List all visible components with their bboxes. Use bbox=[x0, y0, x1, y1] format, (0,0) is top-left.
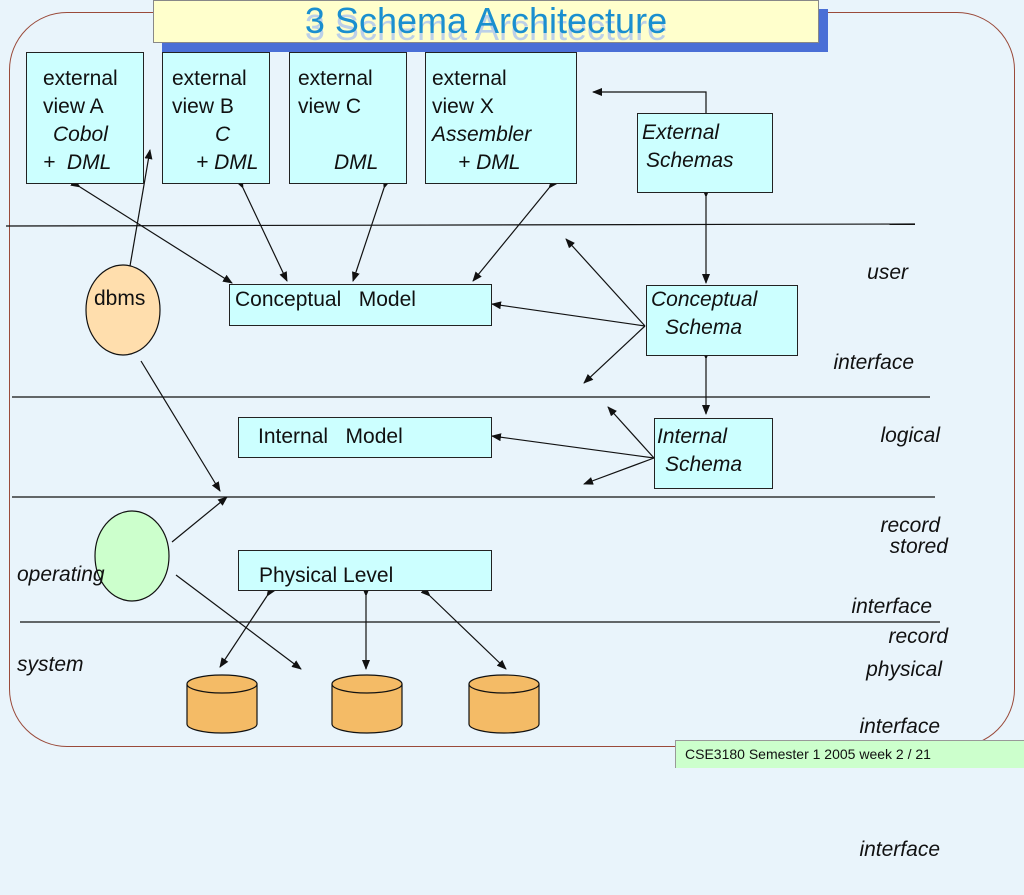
physical-level-box: Physical Level bbox=[238, 550, 492, 591]
arrow-extschema-viewX bbox=[592, 88, 707, 114]
arrow-intschema-down bbox=[583, 457, 655, 485]
internal-model-box: Internal Model bbox=[238, 417, 492, 458]
arrow-viewB-conceptual bbox=[235, 178, 288, 282]
title-box: 3 Schema Architecture 3 Schema Architect… bbox=[153, 0, 819, 48]
diagram-canvas bbox=[5, 88, 940, 734]
title-reflection: 3 Schema Architecture bbox=[304, 7, 668, 48]
operating-system-label: operating system bbox=[17, 563, 105, 676]
footer-label: CSE3180 Semester 1 2005 week 2 / 21 bbox=[675, 740, 1024, 768]
arrow-viewC-conceptual bbox=[352, 178, 391, 282]
external-schemas-box: External Schemas bbox=[637, 113, 773, 193]
external-view-b: external view B C + DML bbox=[162, 52, 270, 184]
internal-schema-box: Internal Schema bbox=[654, 418, 773, 489]
page-title: 3 Schema Architecture bbox=[304, 0, 668, 41]
user-interface-label: user interface bbox=[833, 261, 914, 374]
arrow-viewX-conceptual bbox=[472, 178, 558, 282]
os-ellipse bbox=[94, 510, 170, 602]
arrow-physical-disk1 bbox=[219, 586, 276, 668]
arrow-concschema-model bbox=[491, 301, 646, 327]
arrow-intschema-up bbox=[607, 406, 655, 459]
external-view-a: external view A Cobol + DML bbox=[26, 52, 144, 184]
arrow-concschema-up bbox=[565, 238, 646, 327]
disk-cylinder-1 bbox=[186, 674, 258, 734]
conceptual-schema-box: Conceptual Schema bbox=[646, 285, 798, 356]
arrow-intschema-model bbox=[491, 433, 655, 459]
disk-cylinder-3 bbox=[468, 674, 540, 734]
dbms-label: dbms bbox=[94, 287, 146, 310]
logical-interface-label: logical record interface bbox=[851, 424, 940, 618]
external-view-c: external view C DML bbox=[289, 52, 407, 184]
external-view-x: external view X Assembler + DML bbox=[425, 52, 577, 184]
arrow-dbms-viewA bbox=[129, 149, 153, 267]
arrow-physical-disk3 bbox=[420, 586, 507, 670]
arrow-dbms-down bbox=[140, 360, 221, 492]
conceptual-model-box: Conceptual Model bbox=[229, 284, 492, 326]
disk-cylinder-2 bbox=[331, 674, 403, 734]
arrow-concschema-down bbox=[583, 325, 646, 384]
arrow-viewA-conceptual bbox=[70, 178, 233, 284]
stored-interface-label: stored record interface bbox=[859, 535, 948, 738]
arrow-os-up bbox=[171, 496, 228, 543]
